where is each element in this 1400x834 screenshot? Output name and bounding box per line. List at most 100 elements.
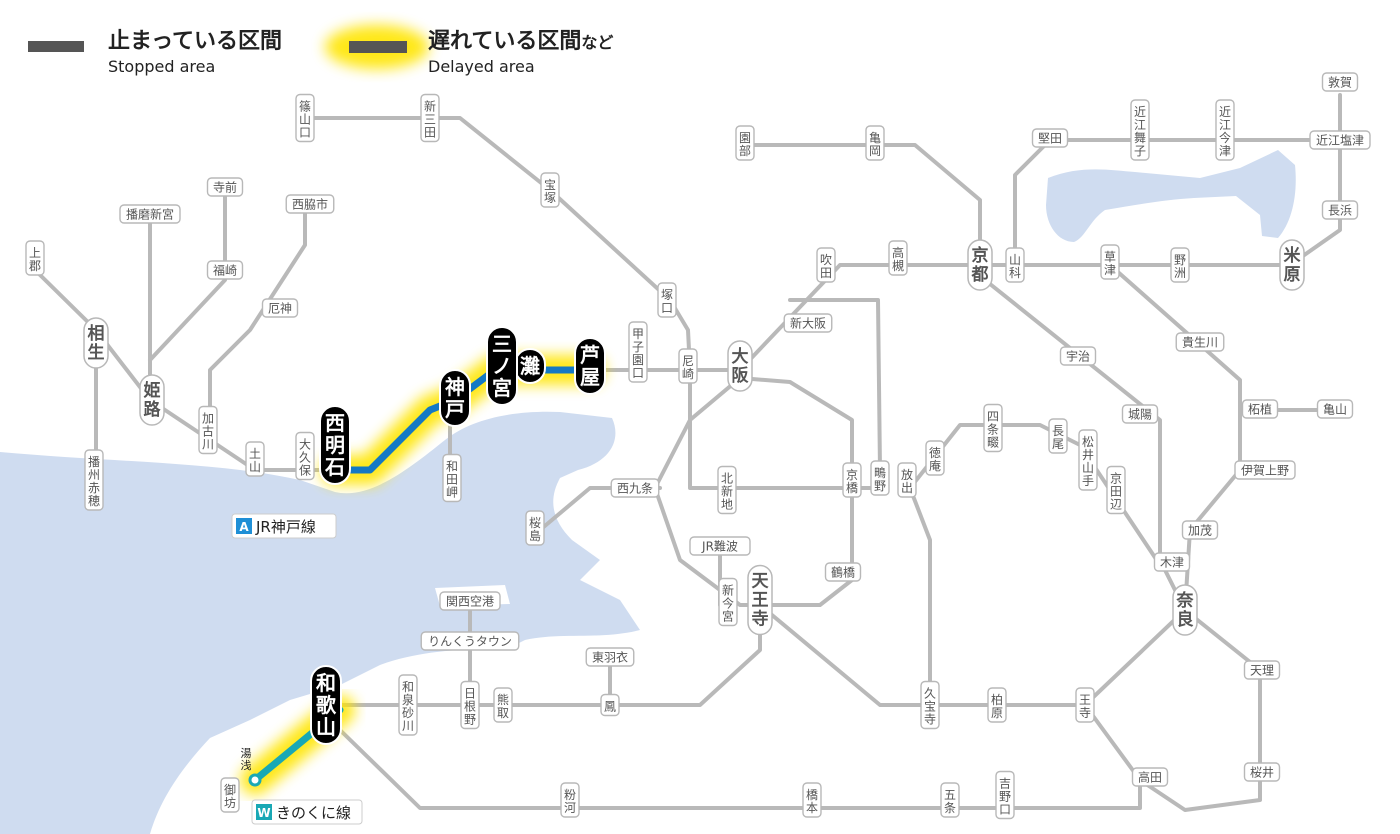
station-yuasa[interactable]: 湯浅 [241, 747, 252, 772]
station-tokuan[interactable]: 徳庵 [925, 440, 945, 476]
station-hashimoto[interactable]: 橋本 [802, 782, 822, 818]
line-badge-kobe-name: JR神戸線 [255, 518, 316, 536]
station-kitashinchi[interactable]: 北新地 [717, 465, 737, 515]
station-wadamisaki[interactable]: 和田岬 [442, 453, 462, 503]
station-kameyama[interactable]: 亀山 [1316, 399, 1354, 419]
station-igaueno[interactable]: 伊賀上野 [1234, 460, 1296, 480]
station-kyuhoji[interactable]: 久宝寺 [920, 680, 940, 730]
station-takada[interactable]: 高田 [1131, 767, 1169, 787]
station-yamashina[interactable]: 山科 [1005, 247, 1025, 283]
station-kameoka[interactable]: 亀岡 [865, 125, 885, 161]
station-major-nara[interactable]: 奈良 [1172, 584, 1198, 636]
station-yasu[interactable]: 野洲 [1170, 247, 1190, 283]
station-major-aioi[interactable]: 相生 [83, 317, 109, 369]
station-nishikujo[interactable]: 西九条 [610, 478, 660, 498]
station-box-rinku [420, 631, 520, 651]
station-tsukaguchi[interactable]: 塚口 [657, 282, 677, 318]
station-takatsuki[interactable]: 高槻 [888, 240, 908, 276]
station-fukusaki[interactable]: 福崎 [206, 260, 244, 280]
station-shinsanda[interactable]: 新三田 [420, 93, 440, 143]
station-box-jrnamba [689, 536, 751, 556]
station-katata[interactable]: 堅田 [1031, 128, 1069, 148]
station-dozan[interactable]: 土山 [245, 441, 265, 477]
station-tsuruga[interactable]: 敦賀 [1321, 72, 1359, 92]
station-major-nada[interactable]: 灘 [514, 348, 546, 384]
station-nagao[interactable]: 長尾 [1048, 418, 1068, 454]
station-kyobashi[interactable]: 京橋 [842, 462, 862, 498]
station-char: 王 [1079, 693, 1091, 707]
station-yoshinoguchi[interactable]: 吉野口 [995, 770, 1015, 820]
station-omishiotsu[interactable]: 近江塩津 [1309, 130, 1371, 150]
station-major-maibara[interactable]: 米原 [1279, 239, 1305, 291]
station-char: 篠 [299, 99, 311, 114]
station-tsuge[interactable]: 柘植 [1241, 399, 1279, 419]
station-shinimamiya[interactable]: 新今宮 [718, 577, 738, 627]
station-major-nishiakashi[interactable]: 西明石 [319, 405, 351, 485]
station-box-hanaten [897, 462, 917, 498]
station-major-himeji[interactable]: 姫路 [139, 374, 165, 426]
station-kusatsu[interactable]: 草津 [1100, 244, 1120, 280]
station-otori[interactable]: 鳳 [600, 693, 620, 717]
station-takarazuka[interactable]: 宝塚 [540, 172, 560, 208]
station-major-kobe[interactable]: 神戸 [439, 369, 471, 427]
station-major-tennoji[interactable]: 天王寺 [747, 564, 773, 636]
station-kumatori[interactable]: 熊取 [493, 687, 513, 723]
station-major-osaka[interactable]: 大阪 [727, 340, 753, 392]
station-tenri[interactable]: 天理 [1243, 660, 1281, 680]
line-badge-kinokuni[interactable]: W きのくに線 [251, 799, 363, 825]
station-kansaiairport[interactable]: 関西空港 [439, 591, 501, 611]
station-harimashingu[interactable]: 播磨新宮 [119, 204, 181, 224]
station-hanaten[interactable]: 放出 [897, 462, 917, 498]
station-box-tsuge [1241, 399, 1279, 419]
station-nishiwakishi[interactable]: 西脇市 [285, 194, 335, 214]
station-oji[interactable]: 王寺 [1075, 687, 1095, 723]
station-sonobe[interactable]: 園部 [735, 125, 755, 161]
station-char: 舞 [1134, 131, 1146, 145]
station-shinosaka[interactable]: 新大阪 [783, 313, 833, 333]
station-kibukawa[interactable]: 貴生川 [1175, 332, 1225, 352]
station-sakurajima[interactable]: 桜島 [525, 510, 545, 546]
station-jrnamba[interactable]: JR難波 [689, 536, 751, 556]
station-major-wakayama[interactable]: 和歌山 [310, 665, 342, 745]
station-gojo[interactable]: 五条 [940, 782, 960, 818]
station-kokawa[interactable]: 粉河 [560, 782, 580, 818]
station-kamigori[interactable]: 上郡 [25, 240, 45, 276]
station-kashiwara[interactable]: 柏原 [987, 687, 1007, 723]
station-box-kizu [1153, 552, 1191, 572]
station-amagasaki[interactable]: 尼崎 [678, 348, 698, 384]
station-kizu[interactable]: 木津 [1153, 552, 1191, 572]
station-kyotanabe[interactable]: 京田辺 [1106, 465, 1126, 515]
station-shijonawate[interactable]: 四条畷 [983, 403, 1003, 453]
station-joyo[interactable]: 城陽 [1121, 404, 1159, 424]
station-text: 厄神 [268, 302, 292, 316]
station-nagahama[interactable]: 長浜 [1321, 200, 1359, 220]
station-sakurai[interactable]: 桜井 [1243, 762, 1281, 782]
station-text: 高田 [1138, 770, 1162, 785]
station-major-kyoto[interactable]: 京都 [967, 239, 993, 291]
station-okubo[interactable]: 大久保 [295, 431, 315, 481]
station-major-char: 戸 [445, 397, 465, 421]
station-major-sannomiya[interactable]: 三ノ宮 [486, 326, 518, 406]
station-teramae[interactable]: 寺前 [206, 177, 244, 197]
station-box-tokuan [925, 440, 945, 476]
station-uji[interactable]: 宇治 [1059, 346, 1097, 366]
station-shigino[interactable]: 鴫野 [870, 460, 890, 496]
station-yakujin[interactable]: 厄神 [261, 298, 299, 318]
station-suita[interactable]: 吹田 [816, 247, 836, 283]
station-hineno[interactable]: 日根野 [460, 680, 480, 730]
station-kamo[interactable]: 加茂 [1181, 520, 1219, 540]
station-sasayamaguchi[interactable]: 篠山口 [295, 93, 315, 143]
line-badge-kobe[interactable]: A JR神戸線 [231, 513, 337, 539]
station-gobo[interactable]: 御坊 [220, 777, 240, 813]
station-tsuruhashi[interactable]: 鶴橋 [824, 562, 862, 582]
station-kakogawa[interactable]: 加古川 [198, 405, 218, 455]
station-higashihagoromo[interactable]: 東羽衣 [585, 647, 635, 667]
station-major-ashiya[interactable]: 芦屋 [574, 337, 606, 395]
station-rinku[interactable]: りんくうタウン [420, 631, 520, 651]
